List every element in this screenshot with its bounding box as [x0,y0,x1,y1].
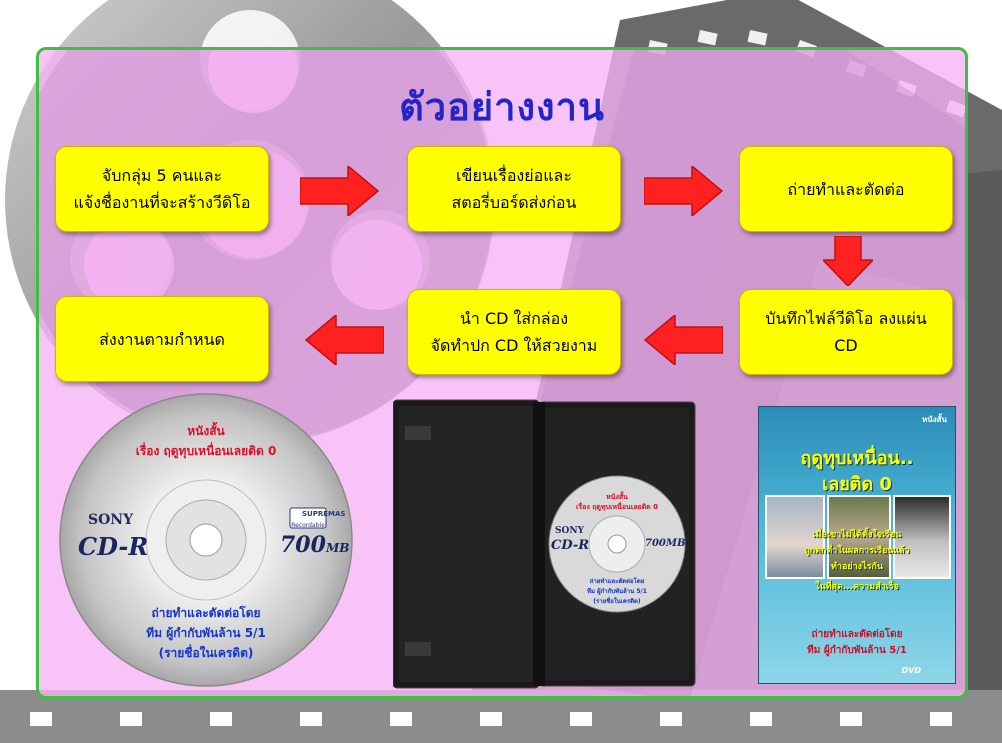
cover-dvd-badge: DVD [901,666,921,675]
cd-capacity-unit: MB [325,541,350,555]
case-disc-names-line: (รายชื่อในเครดิต) [593,598,641,605]
dvd-case-graphic [393,399,696,689]
step-3-box: ถ่ายทำและตัดต่อ [739,146,953,232]
cover-credit-line: ถ่ายทำและตัดต่อโดย [811,629,903,640]
cover-heading: หนังสั้น [922,415,947,424]
cover-photo-left [765,495,825,579]
cover-tagline-4: ในที่สุด...ความสำเร็จ [815,582,899,592]
arrow-left-2 [304,315,384,365]
step-1-box: จับกลุ่ม 5 คนและ แจ้งชื่องานที่จะสร้างวี… [55,146,269,232]
cd-type: CD-R [78,532,149,561]
case-disc-story-title: เรื่อง ฤดูทุบเหนื่อนเลยติด 0 [575,503,659,511]
dvd-case: หนังสั้น เรื่อง ฤดูทุบเหนื่อนเลยติด 0 SO… [393,396,699,692]
cd-heading: หนังสั้น [187,424,225,438]
page-title: ตัวอย่างงาน [399,85,605,129]
dvd-cover: หนังสั้น ฤดูทุบเหนื่อน.. เลยติด 0 เมื่อเ… [758,406,956,684]
cover-title-line2: เลยติด 0 [822,474,892,495]
cd-capacity-value: 700 [280,532,326,558]
cover-photo-middle [827,495,891,579]
cover-tagline-3: ทำอย่างไรกัน [830,562,884,572]
cd-story-title: เรื่อง ฤดูทุบเหนื่อนเลยติด 0 [135,444,277,458]
cd-credit-line: ถ่ายทำและตัดต่อโดย [151,606,261,620]
case-disc-team-line: ทีม ผู้กำกับพันล้าน 5/1 [587,588,647,595]
case-disc-brand: SONY [555,526,584,536]
case-disc-capacity: 700MB [645,538,686,549]
cover-photo-right [893,495,951,579]
cd-disc: หนังสั้น เรื่อง ฤดูทุบเหนื่อนเลยติด 0 SO… [58,392,354,688]
case-disc-heading: หนังสั้น [606,493,628,501]
cd-format-brand: SUPREMAS [302,510,346,518]
case-disc-credit-line: ถ่ายทำและตัดต่อโดย [589,578,645,585]
case-disc-type: CD-R [551,538,590,553]
cover-tagline-2: ถูกตกต่ำในผลการเรียนแล้ว [804,546,910,556]
step-4-box: บันทึกไฟล์วีดิโอ ลงแผ่น CD [739,289,953,375]
arrow-right-2 [644,166,724,216]
step-6-box: ส่งงานตามกำหนด [55,296,269,382]
arrow-down [823,236,873,286]
cd-capacity: 700MB [280,532,349,558]
arrow-left-1 [643,315,723,365]
step-2-box: เขียนเรื่องย่อและ สตอรี่บอร์ดส่งก่อน [407,146,621,232]
cd-names-line: (รายชื่อในเครดิต) [158,646,254,660]
cover-team-line: ทีม ผู้กำกับพันล้าน 5/1 [807,645,907,656]
cd-brand: SONY [88,512,134,528]
cd-team-line: ทีม ผู้กำกับพันล้าน 5/1 [146,626,266,640]
step-5-box: นำ CD ใส่กล่อง จัดทำปก CD ให้สวยงาม [407,289,621,375]
arrow-right-1 [300,166,380,216]
cd-disc-graphic [59,393,353,687]
cover-tagline-1: เมื่อเขาไม่ได้ตั้งใจเรียน [812,530,902,540]
content-panel: ตัวอย่างงาน จับกลุ่ม 5 คนและ แจ้งชื่องาน… [36,47,968,699]
cd-format-badge: Recordable [291,522,325,529]
cover-title-line1: ฤดูทุบเหนื่อน.. [800,448,914,469]
